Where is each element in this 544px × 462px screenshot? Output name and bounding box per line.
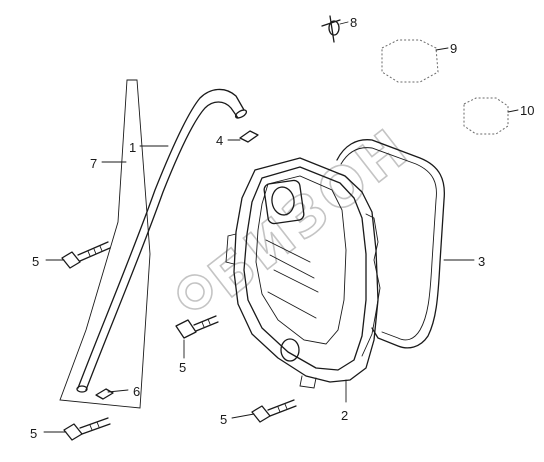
watermark: БИЗОН [177, 115, 423, 311]
callout-8: 8 [350, 15, 357, 30]
callout-5-upper-left: 5 [32, 254, 39, 269]
bolt-left-upper [61, 241, 111, 269]
bolt-center [175, 315, 219, 339]
head-cover-gasket [336, 139, 446, 349]
bolt-left-lower [63, 417, 111, 441]
watermark-text: БИЗОН [197, 115, 422, 310]
hose-clip-lower [95, 388, 114, 400]
callout-5-lower-left: 5 [30, 426, 37, 441]
small-fitting [321, 15, 341, 43]
hose-group-bracket [59, 79, 151, 409]
leader-lines [43, 21, 519, 433]
optional-cover-10 [463, 97, 509, 135]
callout-7: 7 [90, 156, 97, 171]
callout-2: 2 [341, 408, 348, 423]
callout-9: 9 [450, 41, 457, 56]
head-cover-gasket-inner [340, 147, 437, 341]
optional-cover-9 [381, 39, 439, 83]
callout-5-center: 5 [179, 360, 186, 375]
callout-4: 4 [216, 133, 223, 148]
callout-1: 1 [129, 140, 136, 155]
callout-5-bottom: 5 [220, 412, 227, 427]
callout-6: 6 [133, 384, 140, 399]
callout-3: 3 [478, 254, 485, 269]
bolt-bottom-center [251, 399, 297, 423]
callout-10: 10 [520, 103, 534, 118]
hose-clip-upper [239, 130, 259, 143]
breather-hose [76, 88, 248, 393]
